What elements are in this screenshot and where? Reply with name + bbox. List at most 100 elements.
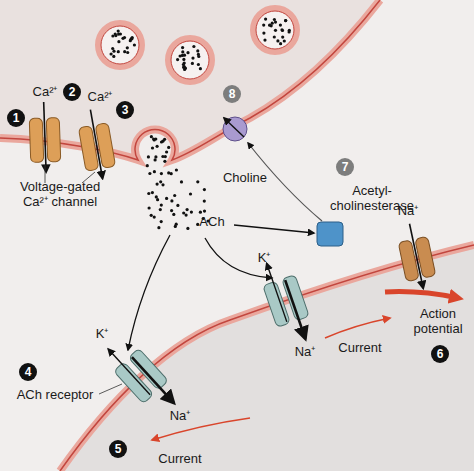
- ach-molecule: [159, 180, 162, 183]
- ach-molecule: [154, 158, 157, 161]
- ach-molecule: [273, 18, 276, 21]
- ach-molecule: [186, 227, 189, 230]
- ach-molecule: [189, 192, 192, 195]
- ach-receptor: [256, 256, 315, 346]
- current-arrow: [152, 418, 250, 440]
- ach-molecule: [156, 145, 159, 148]
- current-arrow: [325, 318, 390, 338]
- ach-molecule: [155, 195, 158, 198]
- ach-molecule: [114, 34, 117, 37]
- ach-molecule: [165, 150, 168, 153]
- current-label: Current: [338, 341, 381, 356]
- ion-label: K⁺: [96, 327, 109, 342]
- ach-molecule: [175, 168, 178, 171]
- ach-molecule: [159, 208, 162, 211]
- ach-molecule: [167, 171, 170, 174]
- diffusion-arrow: [205, 238, 272, 278]
- synaptic-vesicle: [253, 8, 297, 52]
- ach-molecule: [110, 52, 113, 55]
- part-label: Voltage-gated Ca²⁺ channel: [8, 180, 113, 210]
- ach-molecule: [150, 214, 153, 217]
- ion-label: Ca²⁺: [88, 90, 113, 105]
- ach-molecule: [284, 19, 287, 22]
- ach-molecule: [263, 39, 266, 42]
- ach-molecule: [153, 170, 156, 173]
- ach-molecule: [147, 192, 150, 195]
- ach-molecule: [161, 155, 164, 158]
- synaptic-vesicle: [168, 38, 212, 82]
- callout-number: 6: [431, 345, 449, 363]
- ach-molecule: [167, 146, 170, 149]
- molecule-label: Choline: [223, 171, 267, 186]
- ach-molecule: [268, 24, 271, 27]
- ach-molecule: [126, 51, 129, 54]
- ach-molecule: [262, 24, 265, 27]
- ach-molecule: [284, 19, 287, 22]
- ach-molecule: [190, 211, 193, 214]
- ach-molecule: [271, 22, 274, 25]
- ach-molecule: [274, 29, 277, 32]
- action-potential-arrow: [385, 292, 458, 298]
- ach-molecule: [156, 198, 159, 201]
- calcium-channel: [29, 101, 61, 172]
- ach-molecule: [133, 43, 136, 46]
- ach-molecule: [181, 50, 184, 53]
- ach-molecule: [129, 39, 132, 42]
- ion-label: K⁺: [258, 251, 271, 266]
- callout-number: 8: [223, 85, 241, 103]
- ach-molecule: [111, 47, 114, 50]
- choline-transporter: [223, 117, 247, 141]
- ach-molecule: [203, 188, 206, 191]
- ach-molecule: [203, 210, 206, 213]
- callout-number: 5: [109, 440, 127, 458]
- ach-molecule: [112, 55, 115, 58]
- ach-molecule: [126, 46, 129, 49]
- ach-molecule: [117, 50, 120, 53]
- ach-molecule: [192, 45, 195, 48]
- callout-number: 3: [116, 101, 134, 119]
- ach-molecule: [151, 146, 154, 149]
- ach-molecule: [262, 31, 265, 34]
- callout-number: 2: [63, 83, 81, 101]
- ach-molecule: [170, 199, 173, 202]
- ach-molecule: [288, 30, 291, 33]
- molecule-label: ACh: [199, 215, 224, 230]
- ion-label: Na⁺: [170, 409, 191, 424]
- ach-molecule: [281, 36, 284, 39]
- ach-molecule: [186, 51, 189, 54]
- ach-molecule: [160, 220, 163, 223]
- ach-molecule: [279, 24, 282, 27]
- ach-molecule: [160, 204, 163, 207]
- ach-molecule: [147, 155, 150, 158]
- diffusion-arrow: [128, 235, 170, 350]
- ach-molecule: [148, 172, 151, 175]
- ach-molecule: [196, 49, 199, 52]
- ach-molecule: [153, 138, 156, 141]
- ach-molecule: [165, 197, 168, 200]
- ach-molecule: [191, 57, 194, 60]
- ach-molecule: [276, 39, 279, 42]
- ach-molecule: [185, 214, 188, 217]
- ach-molecule: [154, 155, 157, 158]
- ach-molecule: [279, 42, 282, 45]
- ach-molecule: [161, 140, 164, 143]
- ach-molecule: [117, 30, 120, 33]
- callout-number: 7: [336, 158, 354, 176]
- ach-molecule: [111, 34, 114, 37]
- ach-molecule: [273, 35, 276, 38]
- ion-label: Ca²⁺: [33, 85, 58, 100]
- ach-molecule: [148, 206, 151, 209]
- ach-molecule: [160, 172, 163, 175]
- ach-molecule: [173, 194, 176, 197]
- ach-molecule: [123, 50, 126, 53]
- ach-molecule: [176, 58, 179, 61]
- ach-molecule: [181, 46, 184, 49]
- ach-molecule: [199, 211, 202, 214]
- ach-molecule: [280, 28, 283, 31]
- ach-molecule: [161, 183, 164, 186]
- ach-molecule: [119, 32, 122, 35]
- callout-number: 4: [19, 363, 37, 381]
- ach-molecule: [146, 164, 149, 167]
- ach-molecule: [176, 204, 179, 207]
